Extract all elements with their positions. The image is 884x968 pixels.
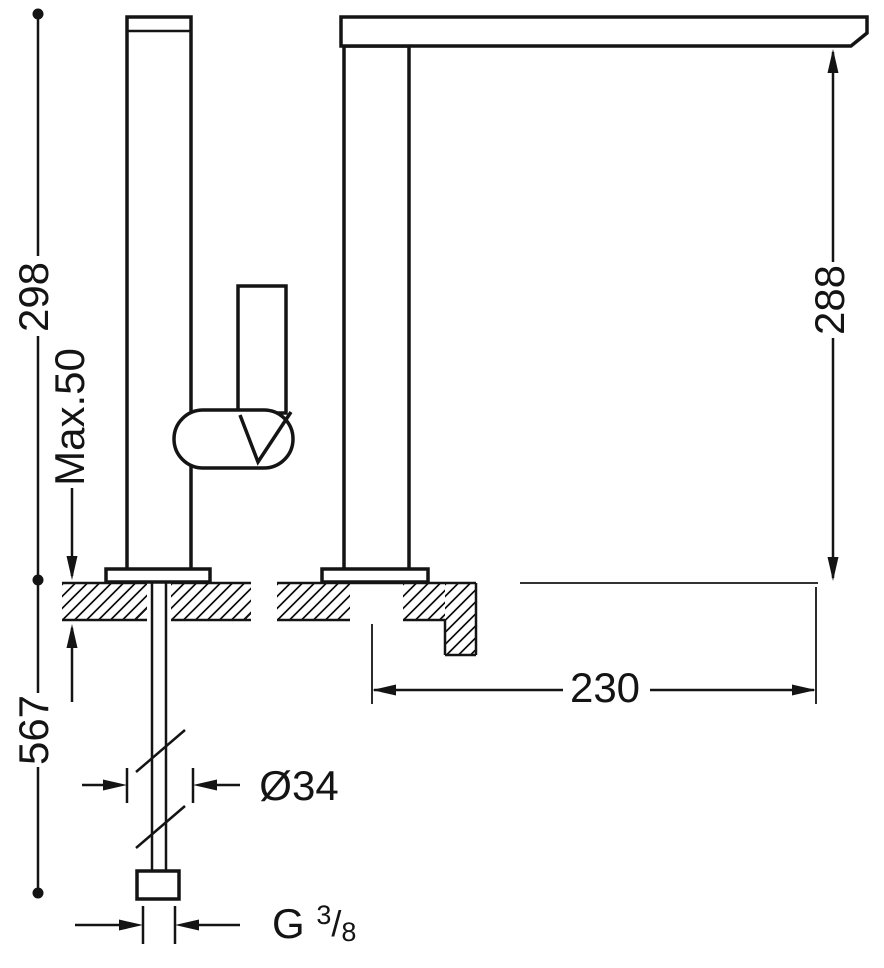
lever-joint-lines xyxy=(238,411,293,466)
base-flange-left xyxy=(104,567,212,584)
countertop-section xyxy=(62,581,818,657)
reference-line xyxy=(32,8,44,899)
datum-dot-bottom xyxy=(32,887,44,899)
countertop-hatch-right-a xyxy=(277,583,350,620)
dimension-max50 xyxy=(66,488,78,702)
faucet-spout xyxy=(320,15,869,584)
mixer-column xyxy=(125,15,193,580)
dim-height-288-label: 288 xyxy=(806,264,853,336)
dim-thread-label: G 3/8 xyxy=(272,902,356,946)
dim-diameter-label: Ø34 xyxy=(259,762,339,809)
pipe-break-mark-upper xyxy=(135,729,186,773)
spout-column xyxy=(342,44,411,580)
dimension-288 xyxy=(827,49,839,581)
faucet-body xyxy=(104,15,212,584)
datum-dot-counter xyxy=(32,574,44,586)
dim-reach-230-label: 230 xyxy=(569,664,641,711)
thread-denominator: 8 xyxy=(341,917,357,947)
thread-numerator: 3 xyxy=(316,900,332,930)
countertop-hatch-right-leg xyxy=(445,583,476,655)
countertop-hatch-left-a xyxy=(62,583,147,620)
dim-max-deck-label: Max.50 xyxy=(46,348,93,486)
pipe-break-mark-lower xyxy=(135,805,186,849)
countertop-hatch-left-b xyxy=(171,583,251,620)
datum-dot-top xyxy=(32,8,44,20)
countertop-hatch-right-b xyxy=(403,583,445,620)
lever-stick xyxy=(236,284,288,415)
base-flange-right xyxy=(320,567,430,584)
thread-prefix: G xyxy=(272,900,305,947)
thread-slash: / xyxy=(331,903,342,944)
faucet-handle xyxy=(172,284,295,470)
supply-pipe xyxy=(135,582,186,901)
spout-arm xyxy=(339,15,869,48)
dimension-thread xyxy=(75,906,240,944)
dim-height-298-label: 298 xyxy=(10,261,57,333)
dimension-230 xyxy=(371,587,817,704)
supply-nut xyxy=(135,869,181,901)
dimension-diameter xyxy=(82,768,240,803)
dim-length-567-label: 567 xyxy=(10,694,57,766)
